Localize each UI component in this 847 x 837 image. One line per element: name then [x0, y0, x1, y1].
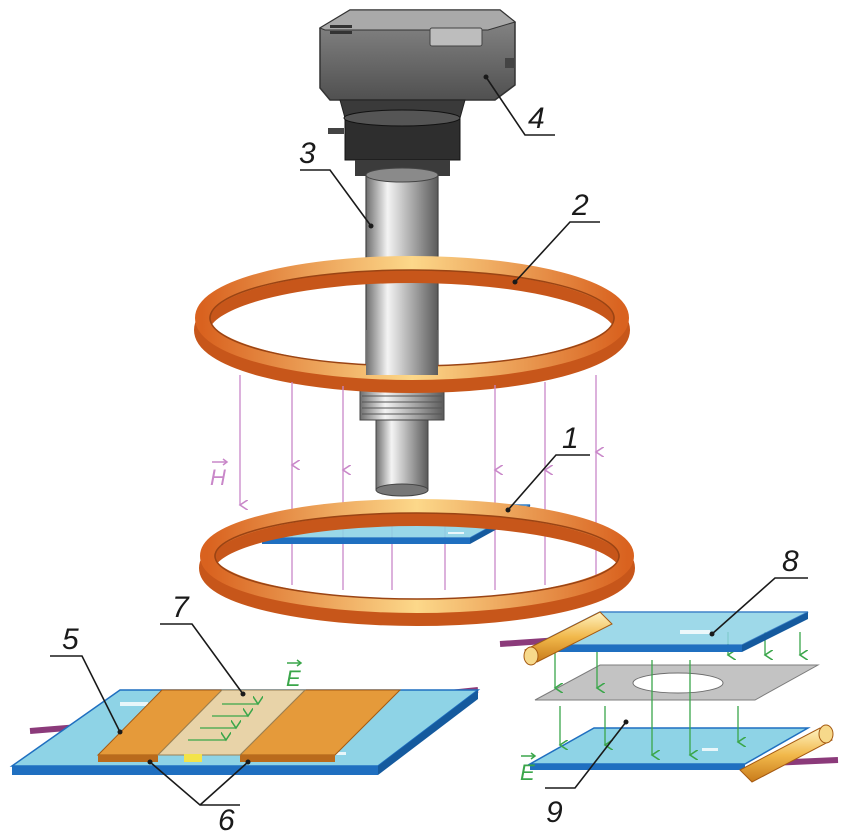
- leader-dots: [117, 74, 715, 765]
- camera: [318, 9, 517, 134]
- label-4: 4: [528, 102, 545, 135]
- h-vector-label: H: [210, 458, 229, 490]
- label-7: 7: [172, 591, 190, 624]
- e-symbol-right: E: [520, 760, 535, 785]
- left-sample-assembly: [9, 687, 481, 775]
- e-vector-left: E: [286, 659, 303, 691]
- microscope-collar: [343, 109, 461, 176]
- lower-coil: [199, 499, 635, 626]
- e-symbol-left: E: [286, 666, 301, 691]
- label-6: 6: [218, 804, 235, 837]
- label-5: 5: [62, 623, 79, 656]
- label-1: 1: [562, 422, 579, 455]
- tube-front: [366, 330, 438, 375]
- label-8: 8: [782, 545, 799, 578]
- h-symbol: H: [210, 465, 226, 490]
- label-3: 3: [299, 137, 316, 170]
- e-vector-right: E: [520, 752, 537, 785]
- label-9: 9: [546, 796, 563, 829]
- right-sample-assembly: [499, 611, 839, 783]
- leader-lines: [50, 76, 808, 806]
- label-2: 2: [571, 189, 589, 222]
